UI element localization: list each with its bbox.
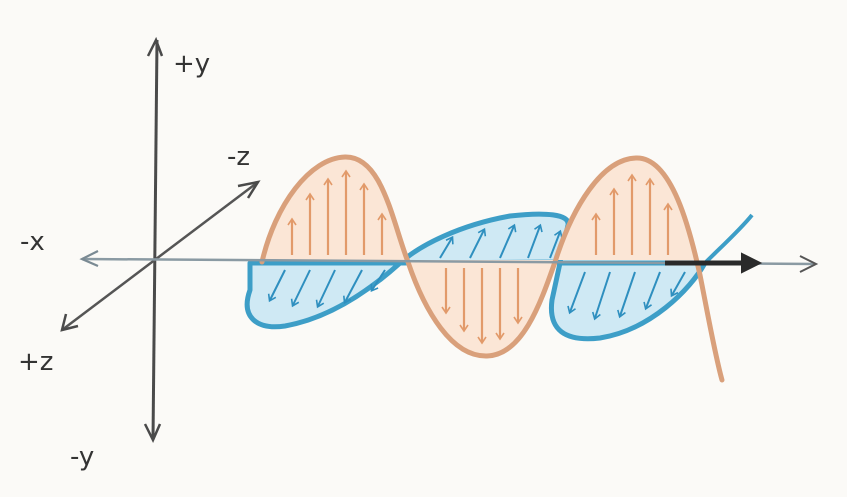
label-minus-y: -y xyxy=(70,442,94,472)
magnetic-lobe-3 xyxy=(548,260,708,342)
label-plus-z: +z xyxy=(18,347,53,377)
electric-curve xyxy=(259,154,725,383)
magnetic-lobe-2 xyxy=(397,211,571,266)
magnetic-wave xyxy=(244,211,754,342)
magnetic-tail xyxy=(703,213,754,265)
propagation-arrowhead xyxy=(741,252,763,274)
y-axis-bottom-arrowhead xyxy=(143,423,162,443)
label-minus-z: -z xyxy=(227,142,250,172)
label-minus-x: -x xyxy=(20,227,45,257)
electric-field-arrows xyxy=(287,169,673,345)
z-axis xyxy=(61,181,259,331)
x-axis-left-arrowhead xyxy=(79,250,99,268)
label-plus-y: +y xyxy=(173,49,210,79)
z-axis-bottom-arrowhead xyxy=(60,313,79,332)
electric-lobe-up-2 xyxy=(555,157,695,260)
y-axis-top-arrowhead xyxy=(146,36,164,57)
x-axis-right-arrowhead xyxy=(799,255,819,273)
z-axis-top-arrowhead xyxy=(237,180,261,199)
axes xyxy=(60,36,819,443)
electric-lobe-up-1 xyxy=(265,156,405,260)
y-axis xyxy=(151,39,159,441)
magnetic-field-arrows xyxy=(267,223,686,321)
